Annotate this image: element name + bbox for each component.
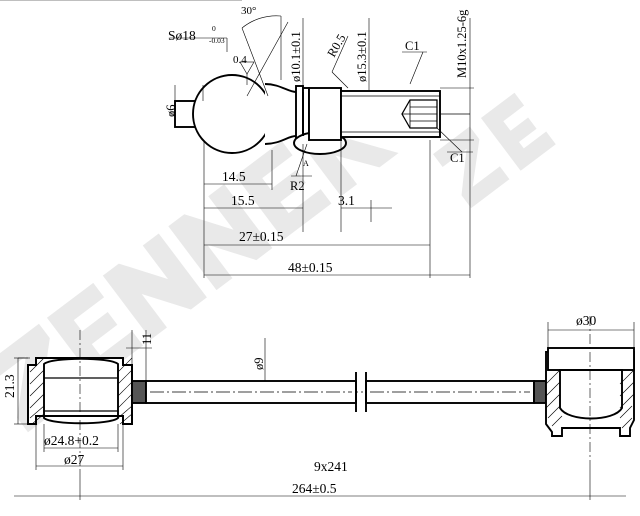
label-right-bushing-diameter: ø30 <box>576 313 597 328</box>
label-thread-spec: M10x1.25-6g <box>455 9 469 78</box>
dim-text-48: 48±0.15 <box>288 260 333 275</box>
left-collar-shape <box>131 380 147 404</box>
dim-text-264: 264±0.5 <box>292 481 337 496</box>
label-shoulder-diameter: ø15.3±0.1 <box>355 31 369 82</box>
label-left-bushing-outer: ø27 <box>64 452 85 467</box>
dim-text-27: 27±0.15 <box>239 229 284 244</box>
label-ball-tol-lower: -0.03 <box>209 36 225 45</box>
label-neck-diameter: ø10.1±0.1 <box>289 31 303 82</box>
stud-neck-shape <box>264 83 347 155</box>
label-stem-diameter: ø6 <box>164 105 178 118</box>
right-bushing-shape <box>545 316 635 470</box>
label-radius-r2: R2 <box>290 179 305 193</box>
label-ball-tol-upper: 0 <box>212 24 216 33</box>
assembly-dimension-lines <box>14 322 635 500</box>
label-rod-diameter: ø9 <box>252 358 266 371</box>
watermark-slash-2-icon <box>433 92 556 209</box>
dim-text-3-1: 3.1 <box>338 193 355 208</box>
right-collar-shape <box>533 380 547 404</box>
left-bushing-shape <box>27 330 133 470</box>
dimension-chain <box>203 140 471 278</box>
label-left-bushing-inner: ø24.8+0.2 <box>44 433 99 448</box>
label-left-bushing-height: 21.3 <box>2 374 17 398</box>
dim-text-15-5: 15.5 <box>231 193 255 208</box>
label-chamfer-bottom: C1 <box>450 151 465 165</box>
hex-socket-shape <box>401 99 438 129</box>
label-ball-diameter: Sø18 <box>168 28 196 43</box>
label-section-mark: A <box>303 159 309 168</box>
label-chamfer-top: C1 <box>405 39 420 53</box>
label-collar-width: 11 <box>140 333 154 345</box>
label-groove-depth: 0.4 <box>233 54 247 66</box>
dim-text-14-5: 14.5 <box>222 169 246 184</box>
connecting-rod-shape <box>145 372 535 412</box>
ball-stud-annotation-lines <box>0 0 474 177</box>
dim-text-9x241: 9x241 <box>314 459 348 474</box>
label-taper-angle: 30° <box>241 5 256 17</box>
